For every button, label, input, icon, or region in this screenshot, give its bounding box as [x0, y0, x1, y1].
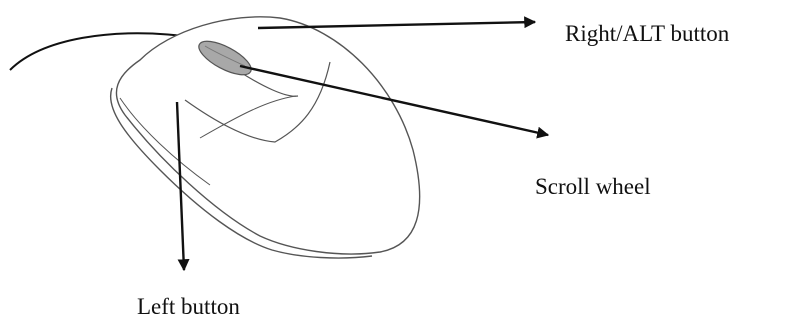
- label-scroll-wheel: Scroll wheel: [535, 174, 651, 199]
- mouse-button-divider: [184, 61, 331, 143]
- mouse-cable: [9, 32, 201, 71]
- scroll-wheel-shadow: [204, 45, 246, 67]
- arrow-left-button: [175, 101, 190, 272]
- label-left-button: Left button: [137, 294, 240, 319]
- label-right-button: Right/ALT button: [565, 21, 730, 46]
- arrow-scroll-wheel: [239, 64, 550, 139]
- mouse-body: [115, 16, 421, 255]
- arrow-right-button: [257, 16, 537, 30]
- mouse-side-inner: [119, 97, 211, 186]
- mouse-front-groove: [199, 95, 297, 139]
- mouse-side-edge: [110, 87, 373, 259]
